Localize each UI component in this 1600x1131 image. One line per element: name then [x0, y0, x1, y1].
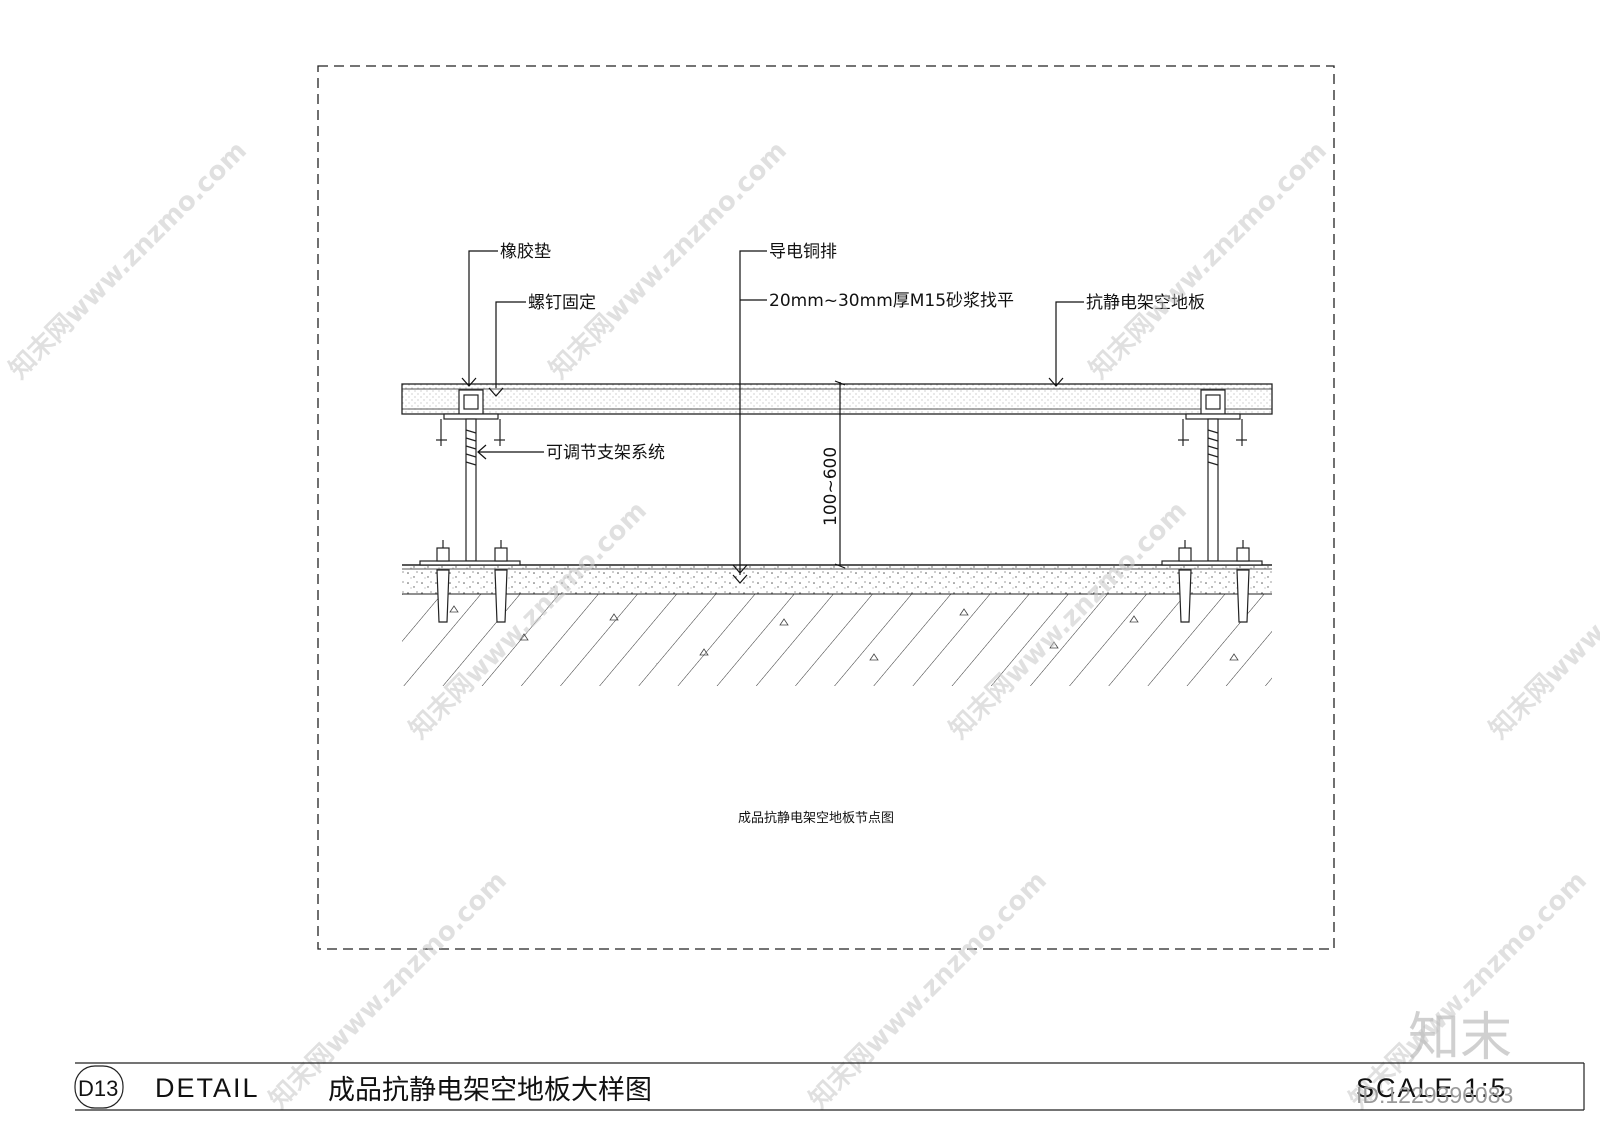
detail-title: 成品抗静电架空地板大样图 — [328, 1075, 652, 1106]
id-watermark: ID:1229396083 — [1356, 1082, 1513, 1108]
dimension-height: 100~600 — [821, 447, 841, 526]
detail-word: DETAIL — [155, 1073, 260, 1103]
svg-text:知末网www.znzmo.com: 知末网www.znzmo.com — [804, 866, 1053, 1115]
detail-frame — [317, 65, 1335, 950]
label-rubber-pad: 橡胶垫 — [500, 242, 551, 262]
floor-panel — [401, 383, 1273, 415]
title-bar — [74, 1062, 1585, 1111]
svg-text:知末网www.znzmo.com: 知末网www.znzmo.com — [4, 136, 253, 385]
concrete-slab — [402, 593, 1272, 686]
mortar-layer — [402, 564, 1272, 594]
label-mortar: 20mm~30mm厚M15砂浆找平 — [769, 291, 1014, 311]
pedestal-right — [1161, 389, 1263, 623]
leader-lines — [461, 250, 1084, 584]
label-adjustable-support: 可调节支架系统 — [546, 443, 665, 463]
scale-text: SCALE 1:5 — [1356, 1073, 1508, 1103]
svg-text:知末网www.znzmo.com: 知末网www.znzmo.com — [1484, 496, 1600, 745]
label-copper-bar: 导电铜排 — [769, 242, 837, 262]
detail-code: D13 — [78, 1076, 118, 1101]
svg-text:知末网www.znzmo.com: 知末网www.znzmo.com — [544, 136, 793, 385]
label-floor-panel: 抗静电架空地板 — [1086, 293, 1205, 313]
svg-text:知末网www.znzmo.com: 知末网www.znzmo.com — [1084, 136, 1333, 385]
logo-watermark: 知末 — [1408, 1008, 1512, 1068]
pedestal-left — [419, 389, 521, 623]
drawing-caption: 成品抗静电架空地板节点图 — [738, 811, 894, 826]
label-screw-fix: 螺钉固定 — [528, 293, 596, 313]
